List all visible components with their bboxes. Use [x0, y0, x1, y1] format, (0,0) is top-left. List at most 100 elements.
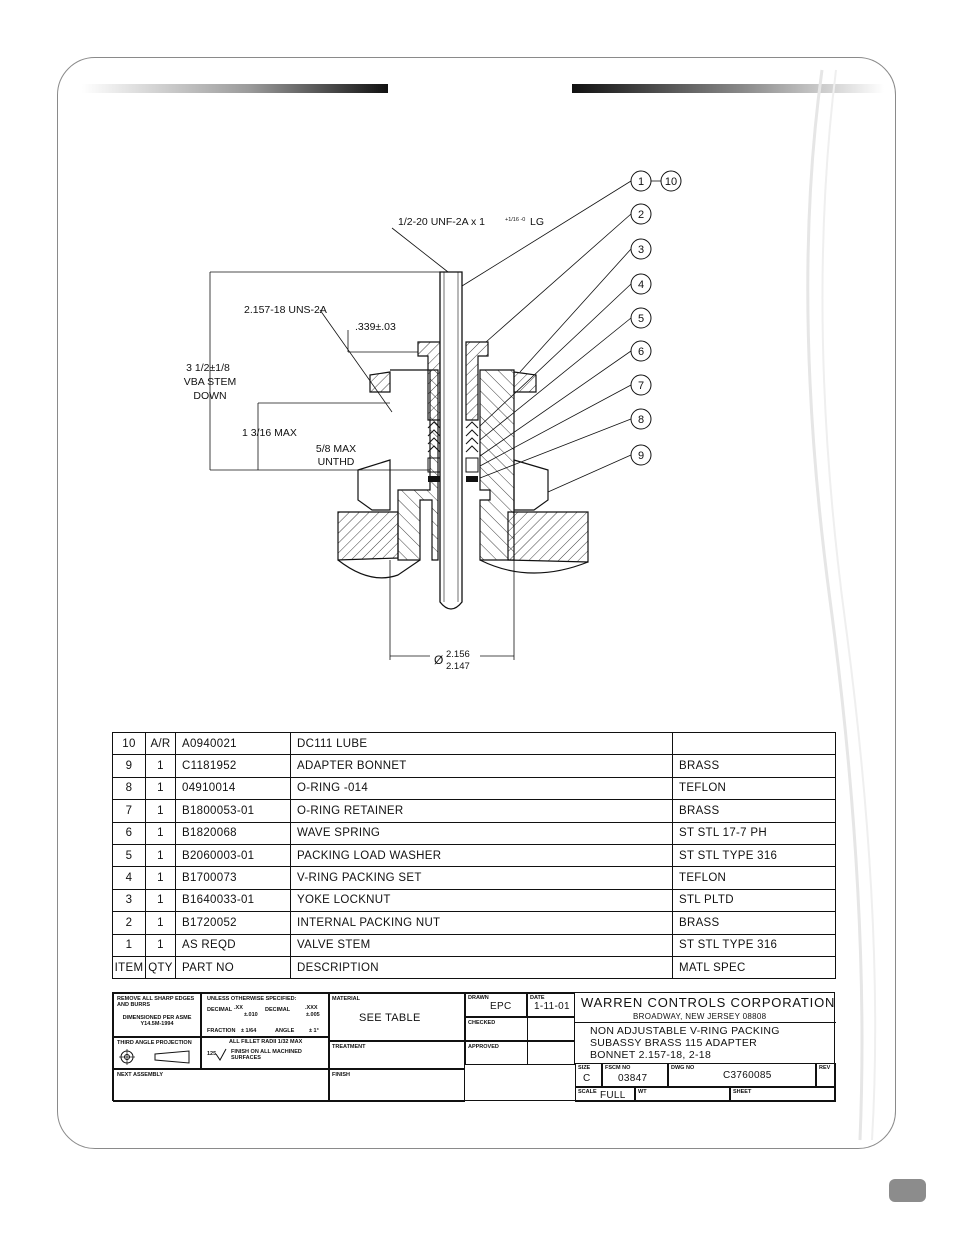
projection-box: [113, 1037, 201, 1069]
next-assembly-box: [113, 1069, 329, 1102]
treatment-label: TREATMENT: [332, 1044, 366, 1050]
internal-packing-nut: [417, 341, 441, 421]
dim-thread-body: 2.157-18 UNS-2A: [244, 304, 327, 316]
callout-balloons: [630, 170, 682, 466]
item-cell: 4: [112, 866, 146, 890]
dim-dia-symbol: Ø: [434, 653, 443, 667]
header-bar-right: [572, 84, 884, 93]
dwg-box: [668, 1063, 816, 1087]
unless-specified-text: UNLESS OTHERWISE SPECIFIED:: [207, 996, 297, 1002]
dim-thread-top: 1/2-20 UNF-2A x 1: [398, 216, 485, 228]
yoke-locknut: [369, 371, 391, 393]
remove-edges-text: REMOVE ALL SHARP EDGES AND BURRS: [117, 996, 195, 1008]
next-assembly-label: NEXT ASSEMBLY: [117, 1072, 164, 1078]
callout-3: [630, 238, 652, 260]
decimal-label-1: DECIMAL: [207, 1007, 233, 1013]
callout-2: [630, 203, 652, 225]
material-box: [329, 993, 465, 1041]
rev-label: REV: [819, 1065, 831, 1071]
dim-stem-down-3: DOWN: [193, 390, 226, 402]
desc-cell: O-RING RETAINER: [290, 799, 673, 823]
dim-stem-down-1: 3 1/2±1/8: [186, 362, 230, 374]
part-cell: A0940021: [175, 731, 291, 756]
valve-stem: [439, 271, 463, 610]
finish-label: FINISH: [332, 1072, 351, 1078]
surface-finish-icon: [215, 1048, 227, 1061]
matl-cell: ST STL 17-7 PH: [672, 821, 836, 845]
scale-value: FULL: [600, 1090, 626, 1101]
part-cell: C1181952: [175, 754, 291, 778]
title-line-2: SUBASSY BRASS 115 ADAPTER: [590, 1037, 758, 1049]
wt-label: WT: [638, 1089, 647, 1095]
matl-cell: ST STL TYPE 316: [672, 843, 836, 868]
item-cell: 10: [112, 731, 146, 756]
size-label: SIZE: [578, 1065, 591, 1071]
fillet-radii-text: ALL FILLET RADII 1/32 MAX: [229, 1039, 303, 1045]
rev-box: [816, 1063, 836, 1087]
adapter-flange-outline: [357, 459, 391, 511]
qty-cell: 1: [145, 888, 176, 913]
fscm-value: 03847: [618, 1073, 648, 1084]
callout-label-10: 10: [665, 176, 677, 188]
header-bar-left: [82, 84, 388, 93]
callout-8: [630, 408, 652, 430]
part-cell: B2060003-01: [175, 843, 291, 868]
title-block: REMOVE ALL SHARP EDGES AND BURRS DIMENSI…: [112, 992, 836, 1102]
dwg-label: DWG NO: [671, 1065, 695, 1071]
third-angle-text: THIRD ANGLE PROJECTION: [117, 1040, 192, 1046]
matl-cell: TEFLON: [672, 866, 836, 890]
page-number-tab: [889, 1179, 926, 1202]
desc-cell: ADAPTER BONNET: [290, 754, 673, 778]
qty-cell: 1: [145, 933, 176, 957]
callout-label-3: 3: [638, 244, 644, 256]
packing-load-washer: [428, 476, 440, 482]
part-cell: AS REQD: [175, 933, 291, 957]
callout-label-1: 1: [638, 176, 644, 188]
part-cell: B1700073: [175, 866, 291, 890]
desc-cell: YOKE LOCKNUT: [290, 888, 673, 913]
fscm-label: FSCM NO: [605, 1065, 631, 1071]
date-value: 1-11-01: [534, 1001, 570, 1012]
bonnet-base-left-cut: [337, 559, 421, 579]
desc-cell: WAVE SPRING: [290, 821, 673, 845]
internal-packing-nut-right: [465, 341, 489, 421]
desc-cell: DC111 LUBE: [290, 731, 673, 756]
v-ring-packing: [427, 421, 479, 453]
qty-cell: 1: [145, 866, 176, 890]
angle-label: ANGLE: [275, 1028, 295, 1034]
wt-box: [635, 1087, 730, 1102]
callout-10: [660, 170, 682, 192]
dwg-value: C3760085: [723, 1070, 772, 1081]
o-ring-retainer-right: [465, 457, 479, 473]
item-cell: 1: [112, 933, 146, 957]
qty-cell: 1: [145, 821, 176, 845]
item-cell: 6: [112, 821, 146, 845]
dim-stem-down-2: VBA STEM: [184, 376, 237, 388]
qty-cell: 1: [145, 843, 176, 868]
company-address: BROADWAY, NEW JERSEY 08808: [633, 1012, 767, 1021]
dim-dia-lower: 2.147: [446, 661, 470, 672]
checked-label: CHECKED: [468, 1020, 496, 1026]
xxx-tol-text: ±.005: [306, 1012, 320, 1018]
callout-7: [630, 374, 652, 396]
dim-dia-upper: 2.156: [446, 649, 470, 660]
xx-text: .XX: [234, 1005, 243, 1011]
dimensioned-per-text: DIMENSIONED PER ASME Y14.5M-1994: [122, 1015, 192, 1027]
sheet-box: [730, 1087, 836, 1102]
date-label: DATE: [530, 995, 545, 1001]
finish-note-text: FINISH ON ALL MACHINED SURFACES: [231, 1049, 302, 1061]
matl-cell: [672, 731, 836, 756]
item-cell: 9: [112, 754, 146, 778]
company-name: WARREN CONTROLS CORPORATION: [581, 995, 836, 1010]
dimension-lines: [209, 227, 515, 660]
size-value: C: [583, 1073, 591, 1084]
item-cell: 5: [112, 843, 146, 868]
material-label: MATERIAL: [332, 996, 361, 1002]
title-line-1: NON ADJUSTABLE V-RING PACKING: [590, 1025, 780, 1037]
desc-cell: O-RING -014: [290, 776, 673, 801]
